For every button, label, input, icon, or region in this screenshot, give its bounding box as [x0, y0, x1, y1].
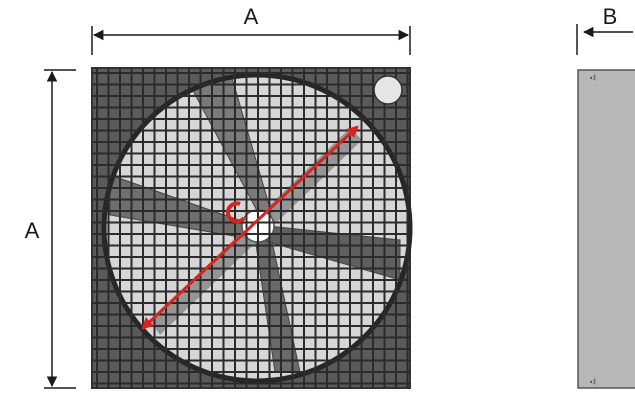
- side-panel-rivet-top: ▪‡: [590, 75, 596, 82]
- rotation-arrow-icon: [225, 201, 246, 224]
- depth-dimension: B: [576, 4, 633, 55]
- width-dimension: A: [91, 4, 411, 55]
- diameter-indicator: C: [141, 125, 359, 330]
- height-dimension: A: [25, 69, 76, 389]
- depth-label: B: [603, 4, 618, 29]
- fan-side-view: ▪‡ ▪‡: [577, 69, 635, 389]
- side-panel: [577, 69, 635, 389]
- side-panel-rivet-bottom: ▪‡: [590, 379, 596, 386]
- frame-corner-detail: [373, 75, 403, 105]
- height-label: A: [25, 218, 40, 243]
- diameter-arrow: [141, 125, 359, 330]
- width-label: A: [244, 4, 259, 29]
